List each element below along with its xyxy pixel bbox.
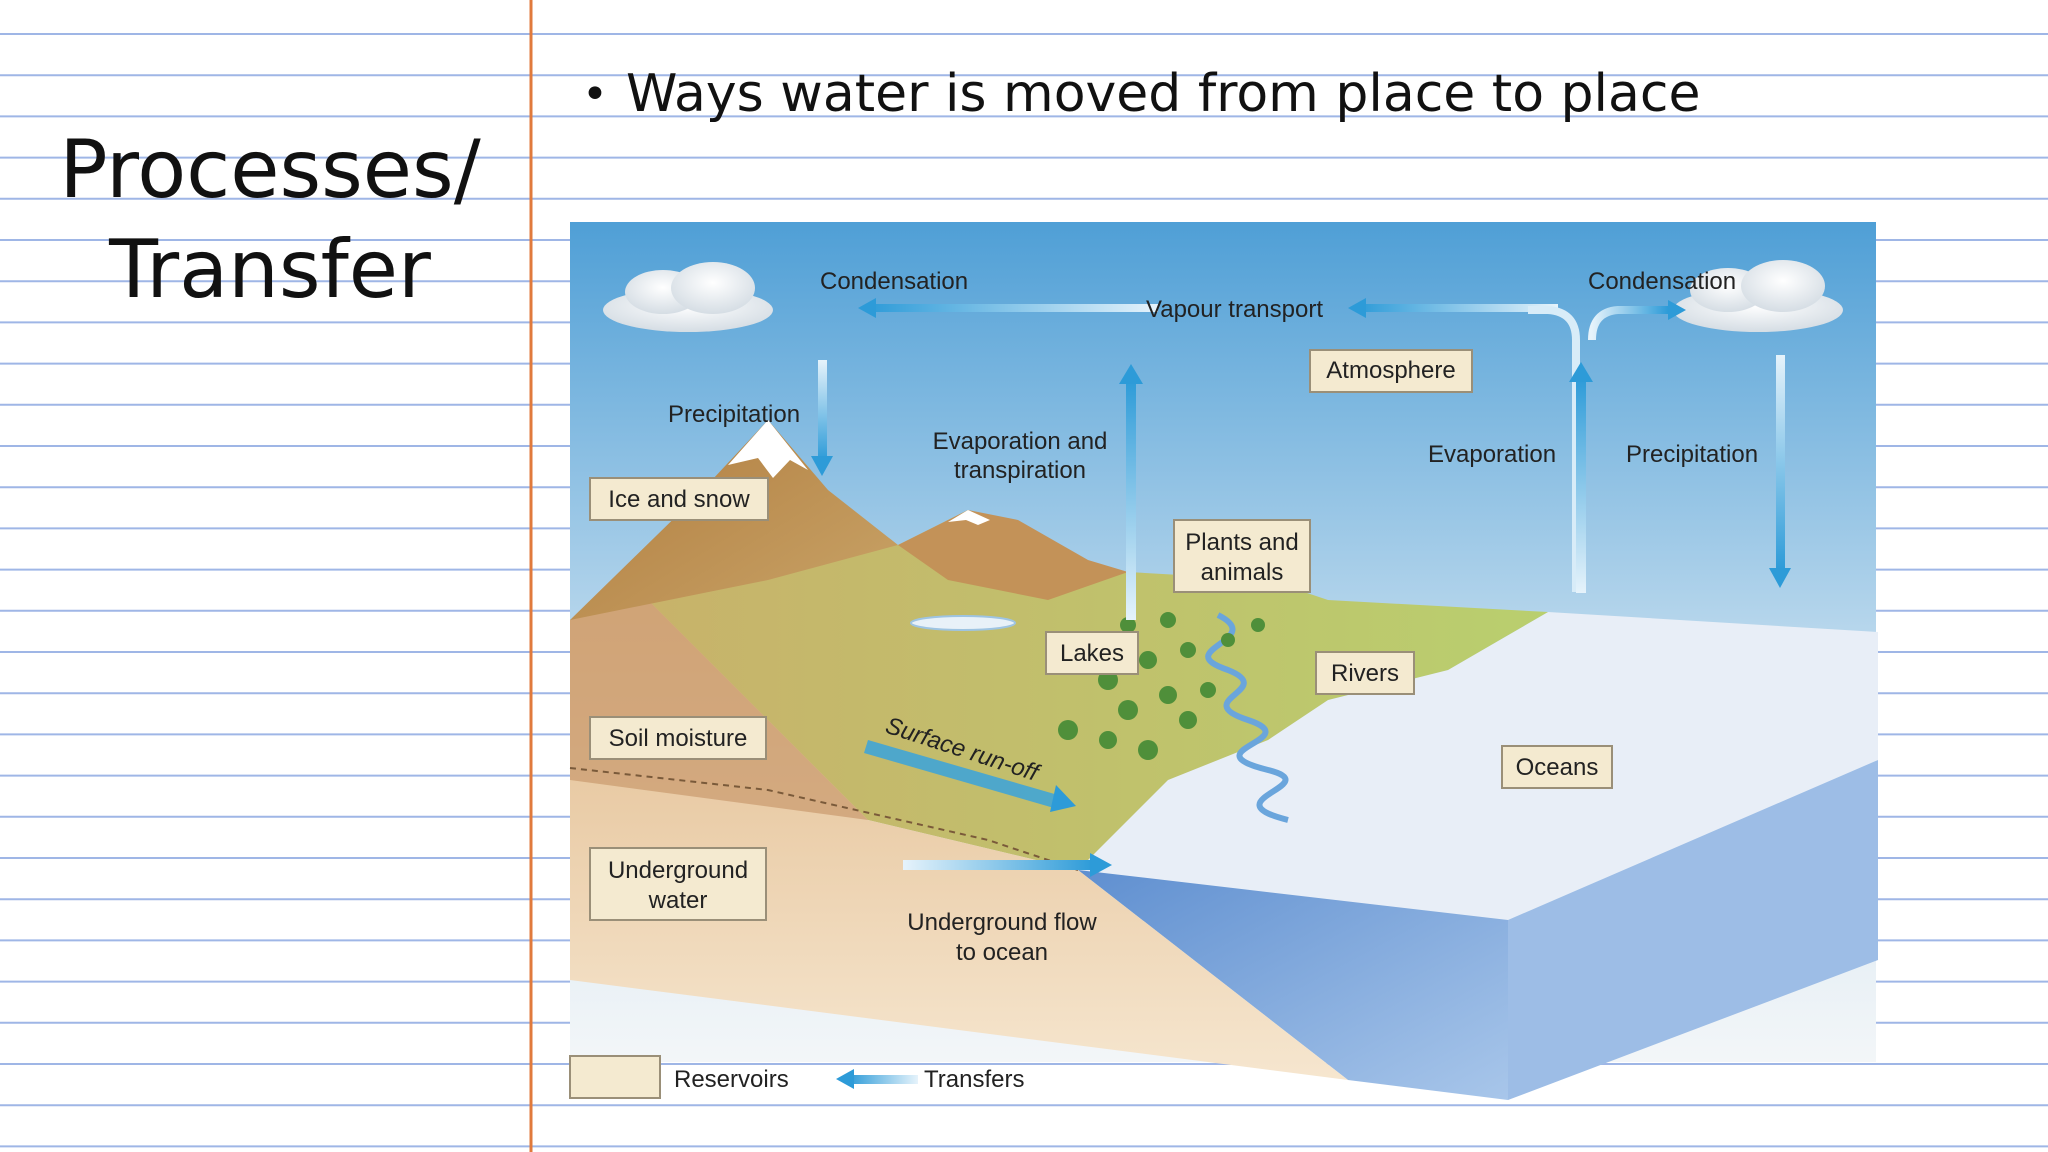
vapour-transport-label: Vapour transport xyxy=(1146,296,1323,323)
river xyxy=(1205,612,1289,823)
water-cycle-diagram: Condensation Vapour transport Condensati… xyxy=(569,222,1878,1100)
rivers-label: Rivers xyxy=(1331,660,1399,687)
snow-cap-right xyxy=(948,510,990,525)
slide-title: Processes/ Transfer xyxy=(0,120,540,320)
condensation-right-label: Condensation xyxy=(1588,268,1736,295)
precipitation-right-label: Precipitation xyxy=(1626,441,1758,468)
water-table-line xyxy=(569,767,1079,871)
plants-animals-label-1: Plants and xyxy=(1185,529,1298,556)
lakes-label: Lakes xyxy=(1060,640,1124,667)
plants-animals-label-2: animals xyxy=(1201,559,1284,586)
underground-flow-label-2: to ocean xyxy=(956,939,1048,966)
bullet-icon: • xyxy=(582,68,608,120)
condensation-left-label: Condensation xyxy=(820,268,968,295)
evapotranspiration-label-2: transpiration xyxy=(954,457,1086,484)
ice-snow-box xyxy=(589,477,769,521)
cloud-left xyxy=(603,262,773,332)
legend-transfers-label: Transfers xyxy=(924,1066,1024,1093)
ice-snow-label: Ice and snow xyxy=(608,486,750,513)
lake xyxy=(910,615,1016,631)
bullet-point: • Ways water is moved from place to plac… xyxy=(582,64,1700,124)
oceans-label: Oceans xyxy=(1516,754,1599,781)
underground-water-label-1: Underground xyxy=(608,857,748,884)
ocean-surface xyxy=(1078,612,1878,920)
legend-reservoir-swatch xyxy=(569,1055,661,1099)
underground-water-box xyxy=(589,847,767,921)
ocean-side-front xyxy=(1078,870,1508,1100)
cloud-right xyxy=(1673,260,1843,332)
lakes-box xyxy=(1045,631,1139,675)
precipitation-left-label: Precipitation xyxy=(668,401,800,428)
evaporation-label: Evaporation xyxy=(1428,441,1556,468)
evapotranspiration-label-1: Evaporation and xyxy=(933,428,1108,455)
atmosphere-box xyxy=(1309,349,1473,393)
slide-title-line-2: Transfer xyxy=(109,223,431,316)
land-side xyxy=(570,580,1348,1080)
atmosphere-label: Atmosphere xyxy=(1326,357,1455,384)
mountain-right xyxy=(898,510,1128,600)
underground-flow-label-1: Underground flow xyxy=(907,909,1097,936)
snow-cap-left xyxy=(728,420,808,478)
plants-animals-box xyxy=(1173,519,1311,593)
transfer-arrows xyxy=(811,298,1791,1089)
ocean-side-right xyxy=(1508,760,1878,1100)
soil-moisture-label: Soil moisture xyxy=(609,725,748,752)
soil-moisture-box xyxy=(589,716,767,760)
oceans-box xyxy=(1501,745,1613,789)
rivers-box xyxy=(1315,651,1415,695)
slide-title-line-1: Processes/ xyxy=(59,123,481,216)
legend-reservoirs-label: Reservoirs xyxy=(674,1066,789,1093)
underground-water-label-2: water xyxy=(648,887,708,914)
bullet-text: Ways water is moved from place to place xyxy=(625,64,1701,124)
